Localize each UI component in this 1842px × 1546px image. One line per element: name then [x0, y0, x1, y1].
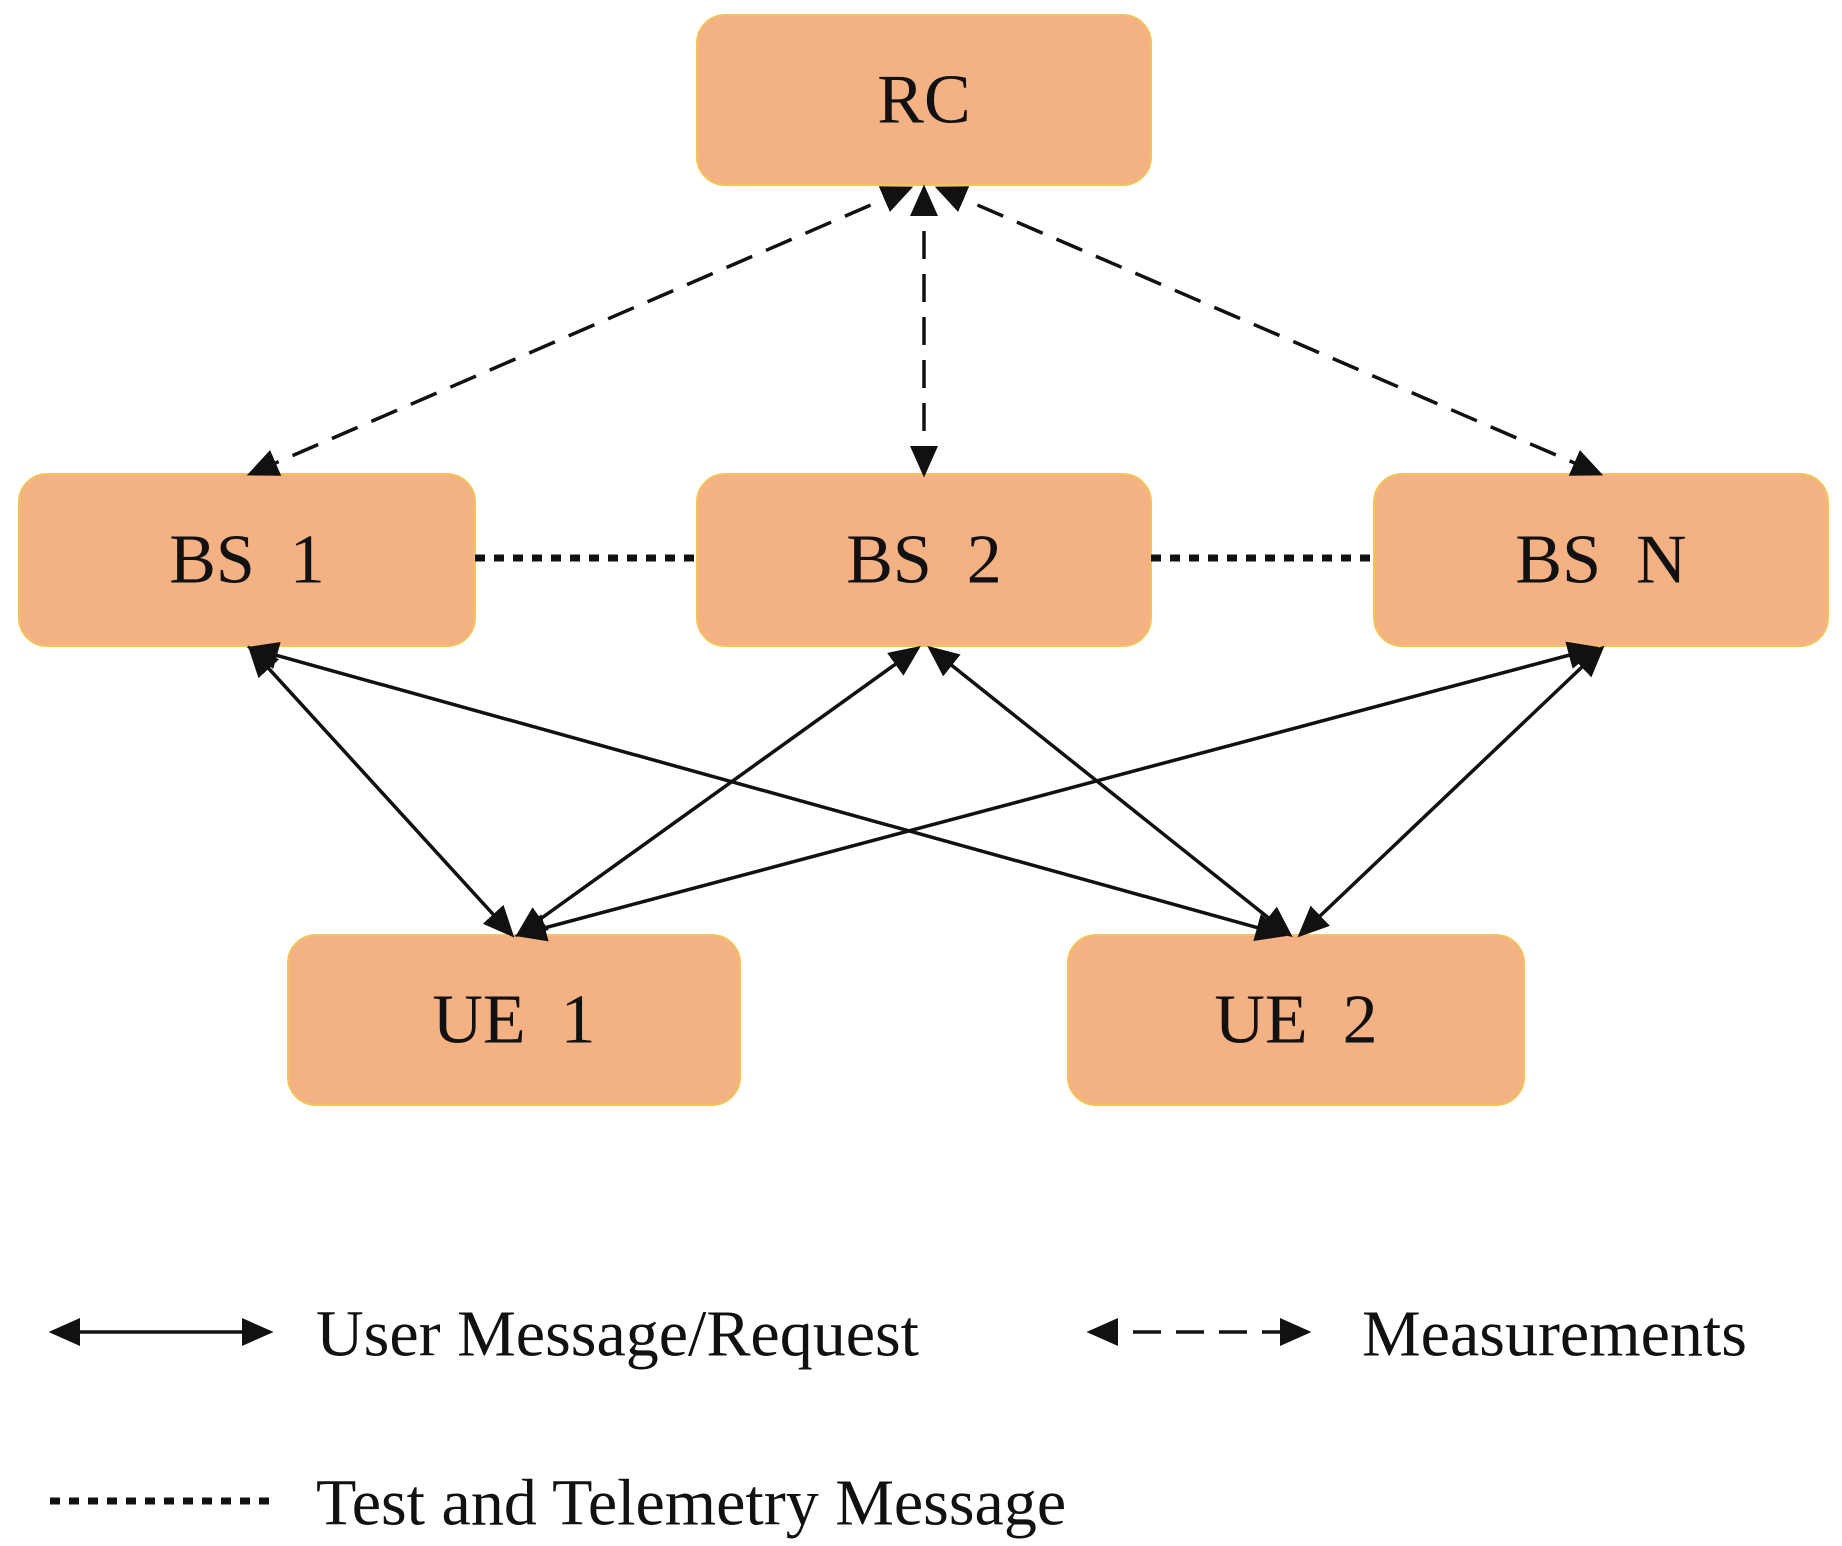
legend-solid-label: User Message/Request: [316, 1298, 919, 1371]
node-ue2-label: UE 2: [1214, 982, 1377, 1059]
link-rc-bsn: [934, 186, 1604, 476]
link-bsn-ue2: [1297, 645, 1605, 938]
node-bs1-label: BS 1: [169, 522, 325, 599]
node-ue2: UE 2: [1067, 934, 1525, 1106]
node-bsn: BS N: [1373, 473, 1829, 647]
node-ue1: UE 1: [287, 934, 741, 1106]
link-bsn-ue1: [514, 641, 1600, 942]
node-bs2: BS 2: [696, 473, 1152, 647]
link-bs1-ue2: [246, 641, 1288, 942]
legend-dashed-label: Measurements: [1362, 1298, 1747, 1371]
node-ue1-label: UE 1: [432, 982, 595, 1059]
link-rc-bs1: [246, 186, 914, 476]
node-rc: RC: [696, 14, 1152, 186]
legend-dotted-label: Test and Telemetry Message: [316, 1467, 1066, 1540]
node-bs1: BS 1: [18, 473, 476, 647]
node-bsn-label: BS N: [1515, 522, 1686, 599]
link-bs1-ue1: [247, 645, 515, 938]
node-rc-label: RC: [877, 62, 970, 139]
link-bs2-ue1: [515, 645, 921, 938]
node-bs2-label: BS 2: [846, 522, 1002, 599]
legend: User Message/Request Measurements Test a…: [48, 1298, 1747, 1540]
link-bs2-ue2: [927, 645, 1293, 938]
